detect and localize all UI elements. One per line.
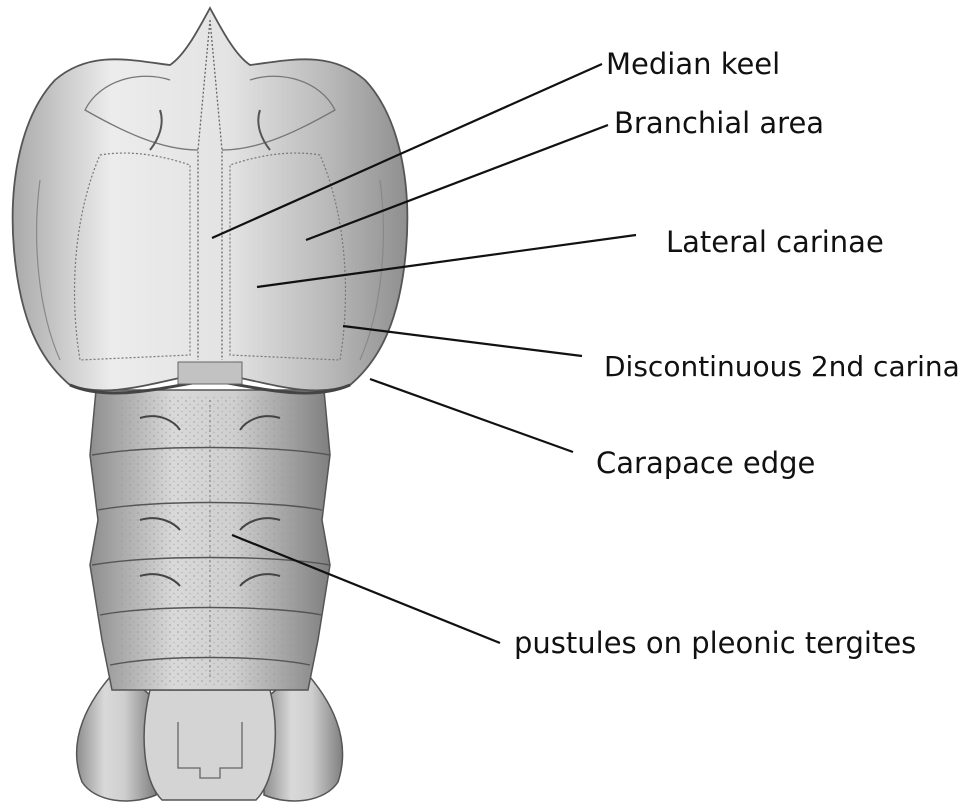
- leader-carapace-edge: [369, 377, 574, 454]
- carapace: [11, 6, 409, 395]
- label-median-keel: Median keel: [606, 47, 781, 81]
- leader-branchial-area: [305, 123, 609, 242]
- tail-fan: [75, 666, 344, 802]
- label-branchial-area: Branchial area: [614, 106, 825, 140]
- label-discontinuous-2nd-carina: Discontinuous 2nd carina: [604, 350, 960, 383]
- label-carapace-edge: Carapace edge: [596, 446, 816, 480]
- leader-lines: [211, 62, 637, 645]
- abdomen: [89, 389, 331, 691]
- label-pustules: pustules on pleonic tergites: [514, 626, 917, 660]
- leader-lateral-carinae: [256, 233, 637, 289]
- leader-discontinuous-carina: [342, 324, 583, 358]
- leader-median-keel: [211, 62, 603, 240]
- label-lateral-carinae: Lateral carinae: [666, 225, 884, 259]
- leader-pustules: [231, 533, 501, 645]
